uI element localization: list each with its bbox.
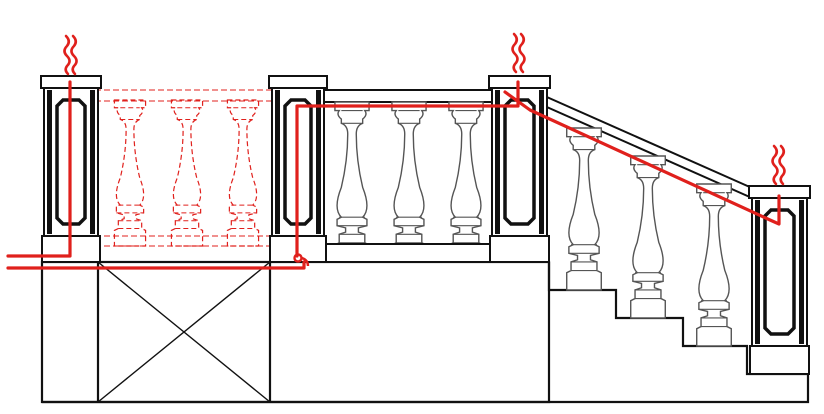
wire-feed-lower xyxy=(6,260,306,270)
stair-baluster xyxy=(566,127,602,291)
connector-loop-icon xyxy=(293,253,310,267)
wire-post-2 xyxy=(295,80,520,258)
stair-baluster xyxy=(696,183,732,347)
stair-rail xyxy=(539,93,753,199)
cable-squiggle-icon xyxy=(511,32,526,74)
flat-baluster xyxy=(448,101,484,263)
cable-squiggle-icon xyxy=(63,34,78,76)
flat-baluster xyxy=(334,101,370,263)
hidden-bay xyxy=(95,89,275,247)
wire-feed-upper xyxy=(6,80,72,258)
stair-balusters xyxy=(566,127,732,347)
base-block xyxy=(40,260,551,404)
flat-rail xyxy=(319,89,493,103)
flat-bottom-rail xyxy=(319,243,493,263)
wire-stair xyxy=(503,90,781,226)
flat-baluster xyxy=(391,101,427,263)
cross-brace-icon xyxy=(97,261,271,403)
hidden-baluster xyxy=(113,99,147,247)
posts xyxy=(40,75,811,375)
newel-post xyxy=(488,75,551,263)
flat-balusters xyxy=(334,101,484,263)
stair-baluster xyxy=(630,155,666,319)
stair-steps xyxy=(42,262,810,404)
hidden-baluster xyxy=(226,99,260,247)
hidden-balusters xyxy=(113,99,260,247)
cable-squiggle-icon xyxy=(771,144,786,186)
wiring xyxy=(6,80,781,270)
hidden-baluster xyxy=(170,99,204,247)
